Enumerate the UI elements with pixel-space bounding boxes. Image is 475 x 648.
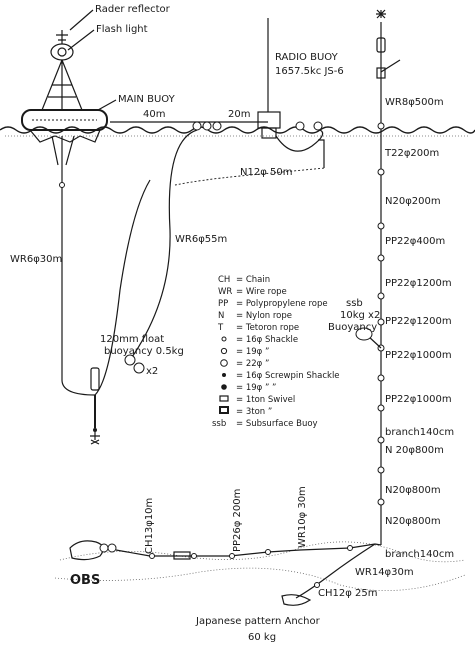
screwpin-19-icon bbox=[221, 384, 227, 390]
legend-screwpin19: = 19φ ” ” bbox=[236, 383, 276, 393]
label-pp26-200m: PP26φ 200m bbox=[232, 489, 243, 552]
obs-instrument bbox=[69, 540, 117, 561]
label-ssb-spec: 10kg x2 bbox=[340, 310, 380, 321]
anchor-icon bbox=[281, 594, 312, 606]
seg-n20-800m-b: N20φ800m bbox=[385, 485, 441, 496]
label-40m: 40m bbox=[143, 109, 165, 120]
seg-wr8-500m: WR8φ500m bbox=[385, 97, 444, 108]
legend-shackle22: = 22φ ” bbox=[236, 359, 269, 369]
bottom-ground-line bbox=[115, 543, 382, 606]
label-wr6-30m: WR6φ30m bbox=[10, 254, 62, 265]
leader-radar bbox=[69, 9, 94, 31]
legend-t: = Tetoron rope bbox=[236, 323, 299, 333]
right-mooring-line bbox=[355, 9, 401, 545]
legend-shackle19: = 19φ ” bbox=[236, 347, 269, 357]
label-float-count: x2 bbox=[146, 366, 158, 377]
swivel-1ton-icon bbox=[219, 395, 229, 402]
radio-buoy bbox=[257, 18, 325, 168]
sea-surface bbox=[0, 126, 475, 137]
surface-floats bbox=[192, 121, 323, 131]
legend-sym-ssb: ssb bbox=[212, 419, 226, 429]
flag-icon bbox=[376, 9, 386, 19]
legend-ssb: = Subsurface Buoy bbox=[236, 419, 318, 429]
label-20m: 20m bbox=[228, 109, 250, 120]
seg-t22-200m: T22φ200m bbox=[384, 148, 439, 159]
main-buoy bbox=[21, 30, 108, 166]
label-ch13-10m: CH13φ10m bbox=[144, 498, 155, 554]
ssb-buoy bbox=[355, 327, 373, 341]
legend-screwpin16: = 16φ Screwpin Shackle bbox=[236, 371, 340, 381]
label-radar-reflector: Rader reflector bbox=[95, 4, 171, 15]
legend-swivel1: = 1ton Swivel bbox=[236, 395, 295, 405]
legend-wr: = Wire rope bbox=[236, 287, 287, 297]
label-anchor-weight: 60 kg bbox=[248, 632, 276, 643]
leader-flash bbox=[67, 29, 95, 51]
label-obs: OBS bbox=[70, 573, 100, 588]
leader-main-buoy bbox=[97, 99, 117, 111]
seg-branch140cm-a: branch140cm bbox=[385, 427, 454, 438]
label-ssb: ssb bbox=[346, 298, 363, 309]
seg-n20-200m: N20φ200m bbox=[385, 196, 441, 207]
label-ssb-buoyancy: Buoyancy bbox=[328, 322, 377, 333]
shackle-16-icon bbox=[221, 336, 227, 342]
screwpin-16-icon bbox=[222, 373, 226, 377]
seg-branch140cm-b: branch140cm bbox=[385, 549, 454, 560]
label-main-buoy: MAIN BUOY bbox=[118, 94, 176, 105]
line-wr6-55m bbox=[124, 129, 326, 374]
label-float: 120mm float bbox=[100, 334, 164, 345]
legend-sym-t: T bbox=[217, 323, 224, 333]
label-radio-freq: 1657.5kc JS-6 bbox=[275, 66, 344, 77]
seg-pp22-1200m-b: PP22φ1200m bbox=[385, 316, 452, 327]
legend-sym-pp: PP bbox=[218, 299, 228, 309]
shackle-19-icon bbox=[220, 347, 228, 355]
label-n12-50m: N12φ 50m bbox=[240, 167, 292, 178]
legend-sym-wr: WR bbox=[218, 287, 232, 297]
seg-pp22-1000m-b: PP22φ1000m bbox=[385, 394, 452, 405]
label-anchor: Japanese pattern Anchor bbox=[195, 616, 321, 627]
legend: CH = Chain WR = Wire rope PP = Polypropy… bbox=[212, 275, 340, 429]
label-wr6-55m: WR6φ55m bbox=[175, 234, 227, 245]
label-ch12-25m: CH12φ 25m bbox=[318, 588, 377, 599]
legend-swivel3: = 3ton ” bbox=[236, 407, 272, 417]
label-wr10-30m: WR10φ 30m bbox=[297, 486, 308, 548]
label-flash-light: Flash light bbox=[96, 24, 148, 35]
label-wr14-30m: WR14φ30m bbox=[355, 567, 414, 578]
legend-sym-n: N bbox=[218, 311, 224, 321]
shackle-22-icon bbox=[220, 359, 228, 367]
seg-n20-800m-c: N20φ800m bbox=[385, 516, 441, 527]
seg-pp22-1000m-a: PP22φ1000m bbox=[385, 350, 452, 361]
legend-sym-ch: CH bbox=[218, 275, 230, 285]
seg-pp22-1200m-a: PP22φ1200m bbox=[385, 278, 452, 289]
label-buoyancy: buoyancy 0.5kg bbox=[104, 346, 184, 357]
legend-pp: = Polypropylene rope bbox=[236, 299, 328, 309]
left-mooring-line bbox=[59, 165, 151, 445]
legend-n: = Nylon rope bbox=[236, 311, 292, 321]
label-radio-buoy: RADIO BUOY bbox=[275, 52, 339, 63]
swivel-3ton-icon bbox=[219, 406, 229, 414]
legend-shackle16: = 16φ Shackle bbox=[236, 335, 298, 345]
legend-ch: = Chain bbox=[236, 275, 270, 285]
seg-pp22-400m: PP22φ400m bbox=[385, 236, 445, 247]
seg-n20-800m-a: N 20φ800m bbox=[385, 445, 444, 456]
